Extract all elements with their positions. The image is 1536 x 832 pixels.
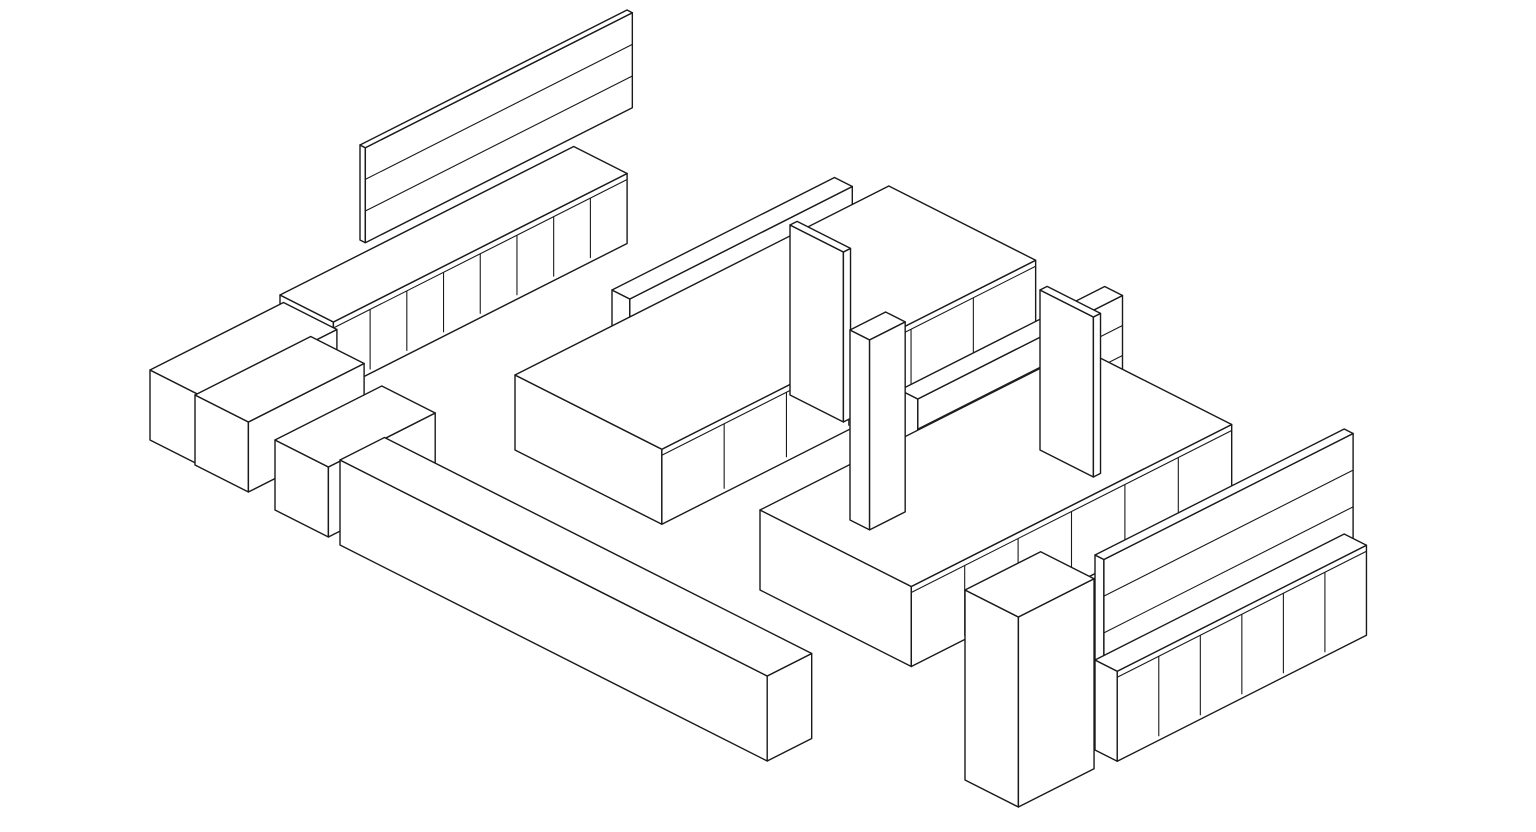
right-island-end-shelf xyxy=(1039,285,1102,478)
service-tower xyxy=(849,311,906,531)
shelf-line xyxy=(365,43,633,180)
top-face xyxy=(759,347,1233,588)
top-face xyxy=(359,9,634,149)
top-face xyxy=(611,176,853,300)
center-island-end-shelf xyxy=(789,220,852,423)
front-face xyxy=(1017,578,1095,808)
top-face xyxy=(194,335,365,423)
end-face xyxy=(359,144,367,244)
shelf-line xyxy=(1103,469,1354,597)
countertop-edge xyxy=(1117,550,1367,678)
top-face xyxy=(789,220,852,253)
top-face xyxy=(274,385,436,468)
tall-storage-cabinet xyxy=(964,551,1095,808)
shelf-line xyxy=(1103,506,1354,634)
end-face xyxy=(1094,659,1118,762)
right-wall-bench xyxy=(1094,533,1368,762)
end-face xyxy=(849,329,871,531)
top-face xyxy=(279,145,628,323)
right-wall-shelving xyxy=(1094,428,1354,671)
shelf-line xyxy=(365,75,633,212)
countertop-edge xyxy=(333,179,628,329)
end-face xyxy=(1039,289,1095,478)
top-face xyxy=(149,301,338,398)
top-face xyxy=(1094,533,1368,672)
top-face xyxy=(964,551,1095,618)
end-face xyxy=(964,589,1020,808)
top-face xyxy=(514,185,1037,450)
top-face xyxy=(339,436,813,677)
end-face xyxy=(1094,554,1105,671)
top-face xyxy=(849,311,906,341)
top-face xyxy=(1039,285,1102,318)
countertop-edge xyxy=(911,430,1232,593)
front-face xyxy=(1092,312,1102,478)
top-face xyxy=(1094,428,1354,561)
back-wall-shelving xyxy=(359,9,634,244)
front-long-bench xyxy=(339,436,813,762)
front-face xyxy=(868,321,906,531)
end-face xyxy=(789,224,845,423)
